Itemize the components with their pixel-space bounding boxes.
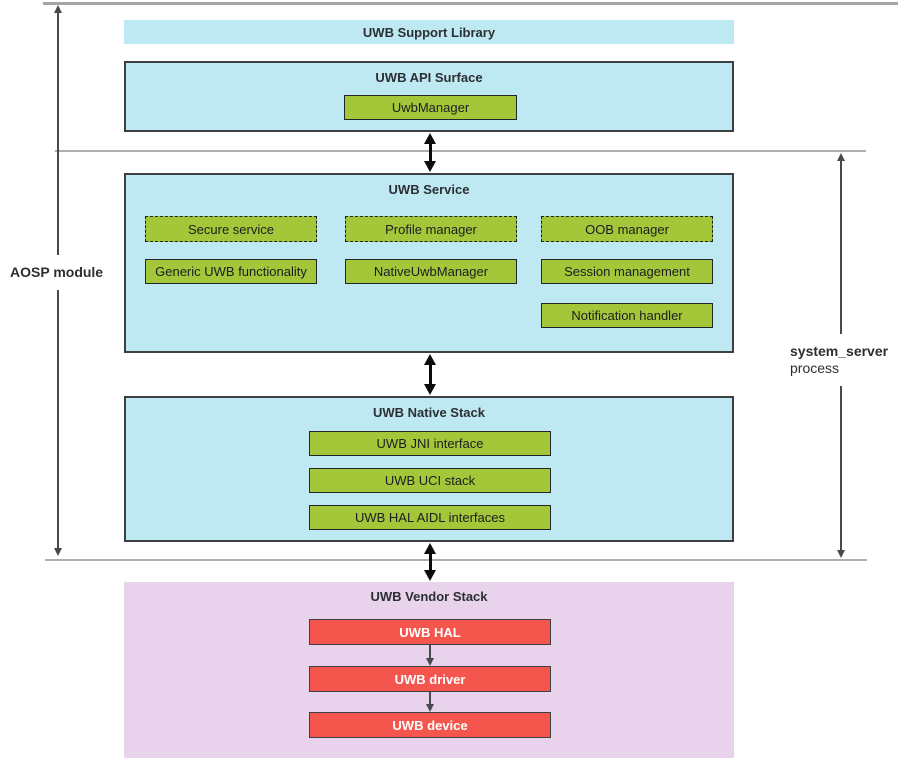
native-vendor-bidirectional-arrow-icon xyxy=(424,543,436,581)
separator-line-top xyxy=(43,2,898,5)
oob-manager-chip: OOB manager xyxy=(541,216,713,242)
nativeuwbmanager-chip: NativeUwbManager xyxy=(345,259,517,284)
arrowhead-down-icon xyxy=(837,550,845,558)
system-server-text: system_server xyxy=(790,343,889,359)
notification-handler-chip: Notification handler xyxy=(541,303,713,328)
secure-service-chip: Secure service xyxy=(145,216,317,242)
profile-manager-chip: Profile manager xyxy=(345,216,517,242)
uwb-native-stack-title: UWB Native Stack xyxy=(373,405,485,420)
process-text: process xyxy=(790,360,840,376)
aosp-module-label: AOSP module xyxy=(6,255,108,290)
generic-uwb-functionality-chip: Generic UWB functionality xyxy=(145,259,317,284)
aosp-module-text: AOSP module xyxy=(10,264,104,280)
arrowhead-down-icon xyxy=(424,570,436,581)
arrowhead-up-icon xyxy=(424,133,436,144)
uwb-hal-chip: UWB HAL xyxy=(309,619,551,645)
arrow-shaft xyxy=(428,365,432,384)
api-service-bidirectional-arrow-icon xyxy=(424,133,436,172)
hal-driver-arrow-icon xyxy=(425,645,435,666)
arrowhead-down-icon xyxy=(426,704,434,712)
arrowhead-up-icon xyxy=(837,153,845,161)
uwb-device-chip: UWB device xyxy=(309,712,551,738)
arrowhead-down-icon xyxy=(424,161,436,172)
separator-line-bottom xyxy=(45,559,867,561)
arrow-shaft xyxy=(429,645,431,658)
arrowhead-up-icon xyxy=(54,5,62,13)
service-native-bidirectional-arrow-icon xyxy=(424,354,436,395)
separator-line-middle xyxy=(55,150,866,152)
arrowhead-down-icon xyxy=(54,548,62,556)
uwb-support-library-title: UWB Support Library xyxy=(362,25,496,40)
arrowhead-up-icon xyxy=(424,543,436,554)
uwb-api-surface-title: UWB API Surface xyxy=(375,70,483,85)
arrow-shaft xyxy=(428,144,432,161)
uwb-vendor-stack-title: UWB Vendor Stack xyxy=(370,589,488,604)
session-management-chip: Session management xyxy=(541,259,713,284)
arrowhead-down-icon xyxy=(424,384,436,395)
uwb-service-title: UWB Service xyxy=(388,182,470,197)
arrowhead-down-icon xyxy=(426,658,434,666)
system-server-label: system_server process xyxy=(786,334,894,386)
uwbmanager-chip: UwbManager xyxy=(344,95,517,120)
arrow-shaft xyxy=(428,554,432,570)
driver-device-arrow-icon xyxy=(425,692,435,712)
uwb-driver-chip: UWB driver xyxy=(309,666,551,692)
arrowhead-up-icon xyxy=(424,354,436,365)
uwb-support-library-box: UWB Support Library xyxy=(124,20,734,44)
uwb-hal-aidl-interfaces-chip: UWB HAL AIDL interfaces xyxy=(309,505,551,530)
arrow-shaft xyxy=(429,692,431,704)
uwb-uci-stack-chip: UWB UCI stack xyxy=(309,468,551,493)
uwb-jni-interface-chip: UWB JNI interface xyxy=(309,431,551,456)
